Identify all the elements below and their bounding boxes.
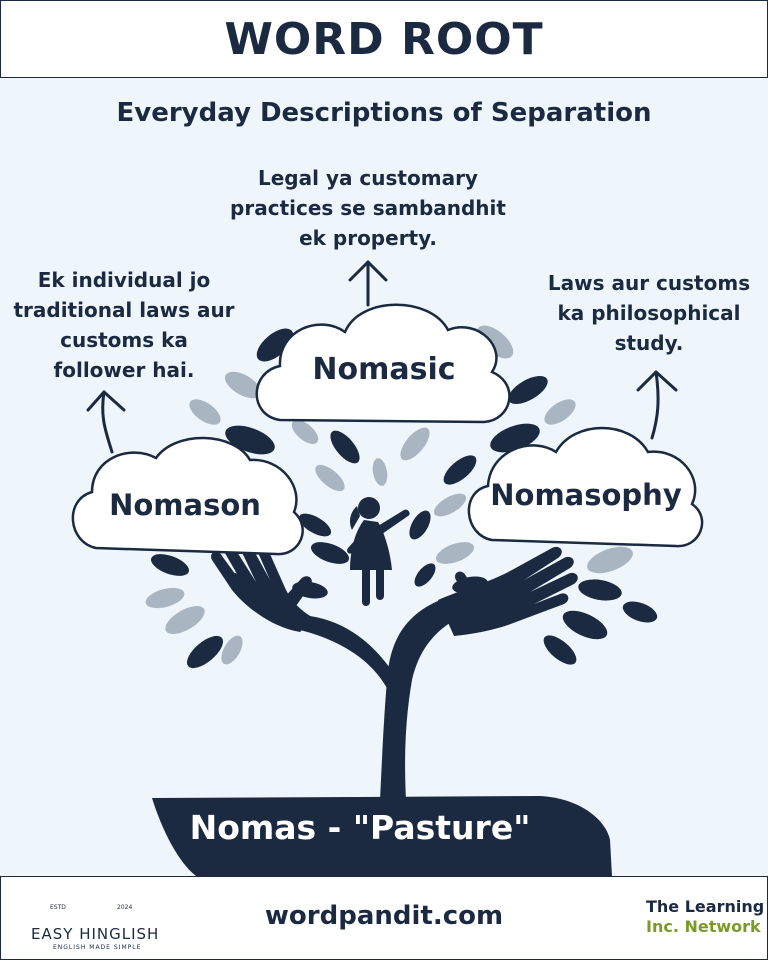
right-hand bbox=[438, 546, 578, 636]
ground bbox=[152, 796, 612, 876]
word-nomasic: Nomasic bbox=[312, 352, 456, 387]
learning-network-line2: Inc. Network bbox=[646, 917, 761, 936]
cloud-nomasophy bbox=[467, 426, 704, 548]
root-label: Nomas - "Pasture" bbox=[189, 808, 531, 847]
cloud-nomason bbox=[71, 436, 304, 556]
word-nomason: Nomason bbox=[109, 488, 261, 522]
footer: ESTD 2024 EASY HINGLISH ENGLISH MADE SIM… bbox=[0, 876, 768, 960]
child-figure bbox=[347, 497, 410, 606]
logo-estd: ESTD bbox=[50, 904, 66, 911]
word-nomasophy: Nomasophy bbox=[490, 478, 682, 512]
arrows bbox=[86, 260, 678, 454]
logo-year: 2024 bbox=[117, 904, 133, 911]
learning-network-line1: The Learning bbox=[646, 897, 765, 916]
meaning-nomasic: Legal ya customary practices se sambandh… bbox=[230, 166, 506, 250]
left-hand bbox=[211, 535, 314, 632]
page-title: WORD ROOT bbox=[224, 13, 544, 65]
meaning-nomason: Ek individual jo traditional laws aur cu… bbox=[13, 268, 235, 382]
left-branch bbox=[229, 572, 398, 690]
logo-badge-ka: क bbox=[96, 893, 106, 907]
logo-badge-a: A bbox=[79, 899, 89, 913]
meaning-nomasophy: Laws aur customs ka philosophical study. bbox=[547, 271, 751, 355]
logo-name: EASY HINGLISH bbox=[31, 925, 160, 943]
subtitle: Everyday Descriptions of Separation bbox=[116, 98, 652, 128]
cloud-nomasic bbox=[255, 303, 511, 424]
website-link[interactable]: wordpandit.com bbox=[264, 901, 504, 931]
logo-tagline: ENGLISH MADE SIMPLE bbox=[53, 944, 142, 951]
tree-trunk bbox=[380, 595, 474, 800]
header: WORD ROOT bbox=[0, 0, 768, 78]
